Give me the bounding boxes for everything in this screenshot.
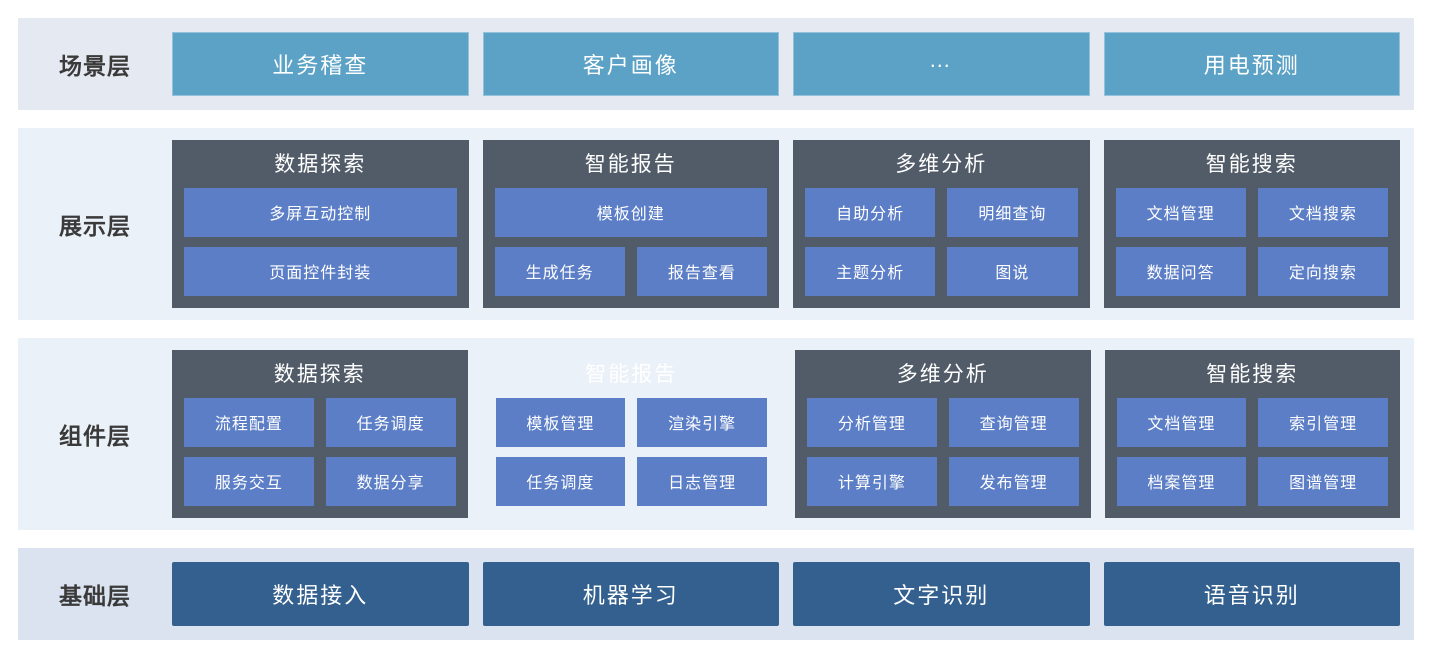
tile-grid: 流程配置 任务调度 服务交互 数据分享 — [184, 397, 456, 506]
tile-grid: 多屏互动控制 页面控件封装 — [184, 187, 457, 296]
scene-tile-1[interactable]: 业务稽查 — [172, 32, 469, 96]
sub-tile[interactable]: 自助分析 — [805, 187, 936, 237]
tile-grid: 文档管理 文档搜索 数据问答 定向搜索 — [1115, 187, 1388, 296]
layer-band-scene: 场景层 业务稽查 客户画像 … 用电预测 — [18, 18, 1414, 110]
tile-row: 服务交互 数据分享 — [184, 456, 456, 506]
layer-label-presentation: 展示层 — [59, 213, 131, 239]
sub-tile[interactable]: 明细查询 — [947, 187, 1078, 237]
sub-tile[interactable]: 报告查看 — [636, 246, 767, 296]
sub-tile[interactable]: 文档管理 — [1115, 187, 1246, 237]
sub-tile[interactable]: 任务调度 — [325, 397, 456, 447]
group-title: 智能搜索 — [1206, 363, 1299, 386]
group-card-presentation-2[interactable]: 智能报告 模板创建 生成任务 报告查看 — [482, 140, 779, 308]
group-card-component-1[interactable]: 数据探索 流程配置 任务调度 服务交互 数据分享 — [172, 350, 468, 518]
layer-label-base: 基础层 — [59, 583, 131, 609]
layer-label-component: 组件层 — [59, 423, 131, 449]
scene-tile-more[interactable]: … — [793, 32, 1090, 96]
sub-tile[interactable]: 计算引擎 — [807, 456, 937, 506]
sub-tile[interactable]: 生成任务 — [494, 246, 625, 296]
tile-row: 流程配置 任务调度 — [184, 397, 456, 447]
group-title: 智能报告 — [585, 363, 678, 386]
layer-body-scene: 业务稽查 客户画像 … 用电预测 — [172, 32, 1400, 96]
scene-tile-4[interactable]: 用电预测 — [1103, 32, 1400, 96]
group-card-presentation-4[interactable]: 智能搜索 文档管理 文档搜索 数据问答 定向搜索 — [1103, 140, 1400, 308]
sub-tile[interactable]: 日志管理 — [637, 456, 767, 506]
tile-row: 页面控件封装 — [184, 246, 457, 296]
sub-tile[interactable]: 任务调度 — [495, 456, 626, 506]
group-title: 数据探索 — [273, 363, 366, 386]
group-card-presentation-1[interactable]: 数据探索 多屏互动控制 页面控件封装 — [172, 140, 469, 308]
layer-body-base: 数据接入 机器学习 文字识别 语音识别 — [172, 562, 1400, 626]
layer-body-presentation: 数据探索 多屏互动控制 页面控件封装 智能报告 模板创建 — [172, 140, 1400, 308]
sub-tile[interactable]: 查询管理 — [948, 397, 1079, 447]
group-title: 智能报告 — [584, 153, 677, 176]
group-card-component-3[interactable]: 多维分析 分析管理 查询管理 计算引擎 发布管理 — [795, 350, 1091, 518]
layer-band-presentation: 展示层 数据探索 多屏互动控制 页面控件封装 智能报告 模板创建 — [18, 128, 1414, 320]
layer-band-base: 基础层 数据接入 机器学习 文字识别 语音识别 — [18, 548, 1414, 640]
tile-grid: 自助分析 明细查询 主题分析 图说 — [805, 187, 1078, 296]
tile-grid: 模板管理 渲染引擎 任务调度 日志管理 — [495, 397, 767, 506]
tile-row: 文档管理 文档搜索 — [1115, 187, 1388, 237]
tile-row: 分析管理 查询管理 — [807, 397, 1079, 447]
tile-row: 模板创建 — [494, 187, 767, 237]
tile-row: 档案管理 图谱管理 — [1116, 456, 1388, 506]
group-title: 数据探索 — [274, 153, 367, 176]
tile-grid: 文档管理 索引管理 档案管理 图谱管理 — [1116, 397, 1388, 506]
tile-row: 生成任务 报告查看 — [494, 246, 767, 296]
tile-row: 任务调度 日志管理 — [495, 456, 767, 506]
sub-tile[interactable]: 页面控件封装 — [184, 246, 457, 296]
tile-row: 主题分析 图说 — [805, 246, 1078, 296]
sub-tile[interactable]: 档案管理 — [1116, 456, 1247, 506]
group-title: 多维分析 — [895, 153, 988, 176]
layer-band-component: 组件层 数据探索 流程配置 任务调度 服务交互 数据分享 智能报告 — [18, 338, 1414, 530]
tile-row: 多屏互动控制 — [184, 187, 457, 237]
group-title: 多维分析 — [896, 363, 989, 386]
sub-tile[interactable]: 服务交互 — [184, 456, 314, 506]
sub-tile[interactable]: 定向搜索 — [1257, 246, 1388, 296]
sub-tile[interactable]: 模板创建 — [494, 187, 767, 237]
sub-tile[interactable]: 图谱管理 — [1258, 456, 1388, 506]
tile-row: 文档管理 索引管理 — [1116, 397, 1388, 447]
group-title: 智能搜索 — [1205, 153, 1298, 176]
sub-tile[interactable]: 索引管理 — [1258, 397, 1388, 447]
tile-row: 计算引擎 发布管理 — [807, 456, 1079, 506]
tile-row: 自助分析 明细查询 — [805, 187, 1078, 237]
group-card-component-2[interactable]: 智能报告 模板管理 渲染引擎 任务调度 日志管理 — [482, 350, 782, 518]
sub-tile[interactable]: 文档管理 — [1116, 397, 1247, 447]
base-tile-4[interactable]: 语音识别 — [1103, 562, 1400, 626]
sub-tile[interactable]: 主题分析 — [805, 246, 936, 296]
sub-tile[interactable]: 流程配置 — [184, 397, 314, 447]
layer-label-scene: 场景层 — [59, 53, 131, 79]
sub-tile[interactable]: 发布管理 — [948, 456, 1079, 506]
sub-tile[interactable]: 分析管理 — [807, 397, 937, 447]
sub-tile[interactable]: 数据分享 — [325, 456, 456, 506]
tile-grid: 模板创建 生成任务 报告查看 — [494, 187, 767, 296]
sub-tile[interactable]: 文档搜索 — [1257, 187, 1388, 237]
tile-row: 模板管理 渲染引擎 — [495, 397, 767, 447]
base-tile-2[interactable]: 机器学习 — [482, 562, 779, 626]
group-card-component-4[interactable]: 智能搜索 文档管理 索引管理 档案管理 图谱管理 — [1104, 350, 1400, 518]
sub-tile[interactable]: 数据问答 — [1115, 246, 1246, 296]
base-tile-3[interactable]: 文字识别 — [793, 562, 1090, 626]
scene-tile-2[interactable]: 客户画像 — [482, 32, 779, 96]
sub-tile[interactable]: 图说 — [947, 246, 1078, 296]
tile-row: 数据问答 定向搜索 — [1115, 246, 1388, 296]
sub-tile[interactable]: 渲染引擎 — [637, 397, 767, 447]
group-card-presentation-3[interactable]: 多维分析 自助分析 明细查询 主题分析 图说 — [793, 140, 1090, 308]
tile-grid: 分析管理 查询管理 计算引擎 发布管理 — [807, 397, 1079, 506]
base-tile-1[interactable]: 数据接入 — [172, 562, 469, 626]
sub-tile[interactable]: 多屏互动控制 — [184, 187, 457, 237]
sub-tile[interactable]: 模板管理 — [495, 397, 626, 447]
layer-body-component: 数据探索 流程配置 任务调度 服务交互 数据分享 智能报告 模板管理 — [172, 350, 1400, 518]
